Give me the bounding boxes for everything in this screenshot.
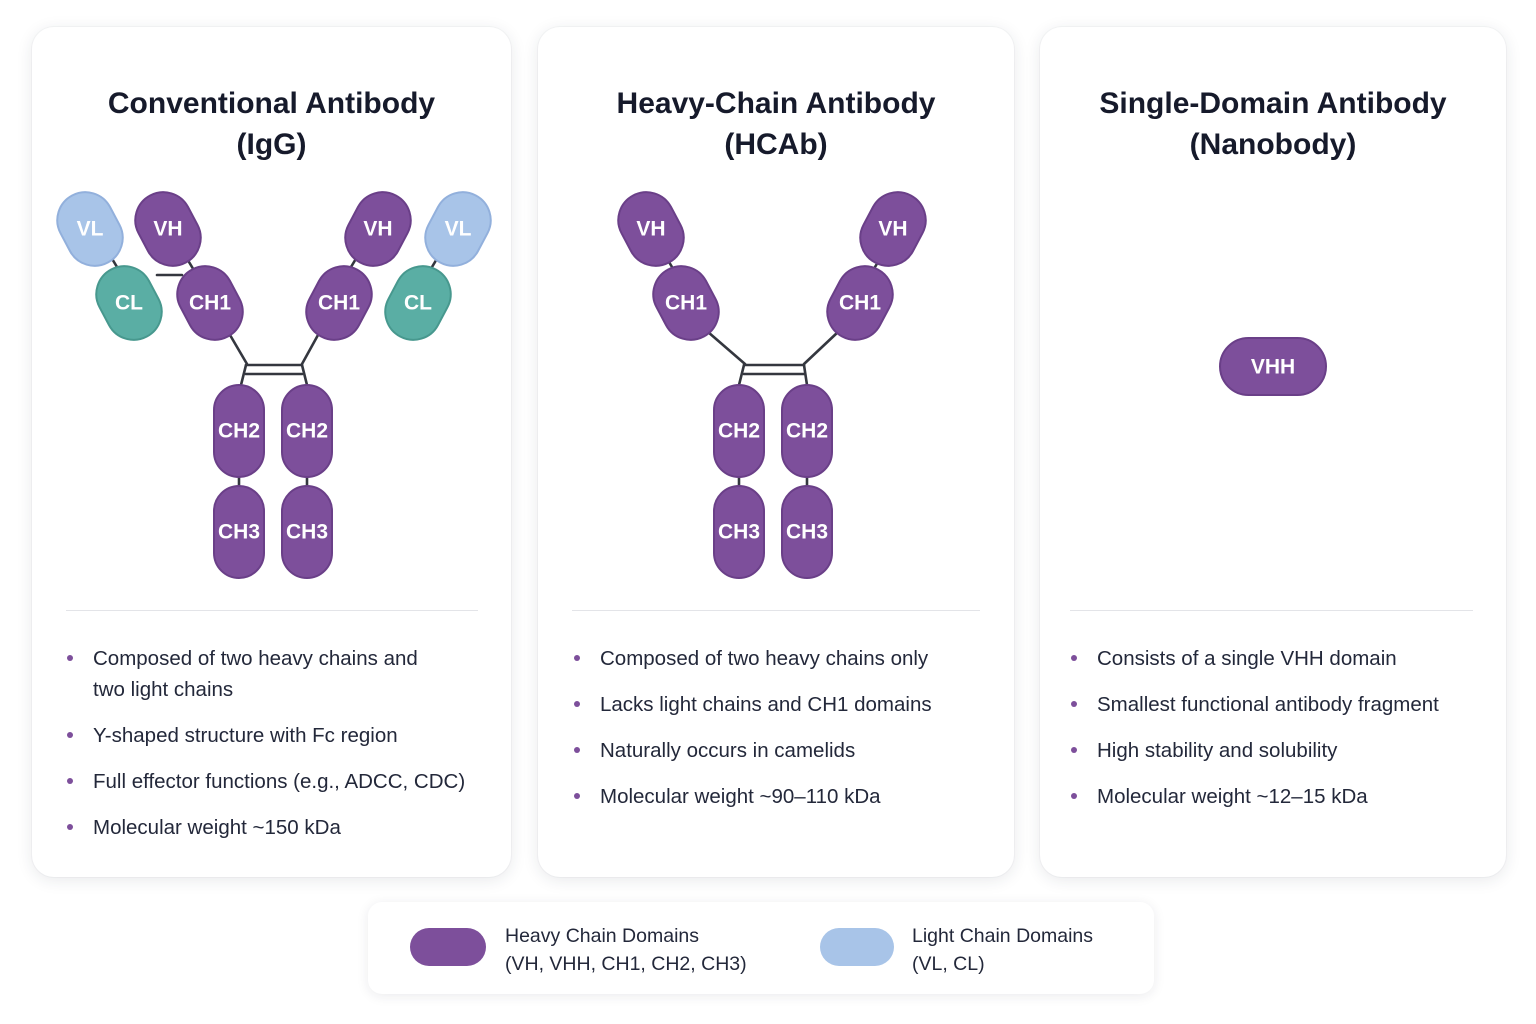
domain-cl-right: CL	[384, 265, 452, 341]
feature-list: Consists of a single VHH domain Smallest…	[1070, 643, 1490, 827]
domain-label: VH	[153, 218, 182, 241]
list-item: Molecular weight ~90–110 kDa	[573, 781, 993, 812]
domain-label: CH2	[218, 420, 260, 443]
domain-label: VH	[363, 218, 392, 241]
card-title: Conventional Antibody (IgG)	[32, 83, 511, 165]
link-ch1-hinge-right	[802, 330, 840, 366]
domain-label: CH3	[218, 521, 260, 544]
legend-heavy-title: Heavy Chain Domains	[505, 925, 700, 947]
legend-label-light-chain: Light Chain Domains (VL, CL)	[912, 922, 1093, 978]
card-conventional-antibody: Conventional Antibody (IgG) VL	[32, 27, 511, 877]
card-title: Heavy-Chain Antibody (HCAb)	[538, 83, 1014, 165]
list-item: Naturally occurs in camelids	[573, 735, 993, 766]
link-ch1-hinge-right	[300, 333, 320, 366]
hcab-structure-diagram: VH CH1 VH CH1 CH2 CH2 CH3 CH3	[617, 191, 927, 579]
domain-ch3-left: CH3	[213, 485, 265, 579]
domain-label: CH2	[786, 420, 828, 443]
domain-label: CH1	[665, 292, 707, 315]
card-heavy-chain-antibody: Heavy-Chain Antibody (HCAb) VH CH1 VH	[538, 27, 1014, 877]
domain-cl-left: CL	[95, 265, 163, 341]
igg-structure-diagram: VL VH CL CH1 VH VL CH1	[56, 191, 492, 579]
card-title-line2: (Nanobody)	[1189, 128, 1357, 161]
link-ch1-hinge-left	[228, 333, 249, 366]
card-single-domain-antibody: Single-Domain Antibody (Nanobody) VHH Co…	[1040, 27, 1506, 877]
domain-ch1-left: CH1	[176, 265, 244, 341]
domain-label: CH2	[718, 420, 760, 443]
card-title-line2: (IgG)	[236, 128, 307, 161]
card-title-line1: Conventional Antibody	[107, 87, 436, 120]
domain-ch2-left: CH2	[213, 384, 265, 478]
domain-label: VH	[878, 218, 907, 241]
legend-swatch-light-chain	[820, 928, 894, 966]
list-item: Composed of two heavy chains only	[573, 643, 993, 674]
list-item: High stability and solubility	[1070, 735, 1490, 766]
domain-label: CL	[404, 292, 432, 315]
feature-list: Composed of two heavy chains and two lig…	[66, 643, 486, 858]
domain-ch3-left: CH3	[713, 485, 765, 579]
domain-label: CH1	[318, 292, 360, 315]
card-title-line2: (HCAb)	[724, 128, 828, 161]
domain-label: CH1	[839, 292, 881, 315]
domain-label: CL	[115, 292, 143, 315]
card-divider	[66, 610, 478, 611]
domain-links	[109, 255, 440, 491]
list-item: Molecular weight ~150 kDa	[66, 812, 486, 843]
link-hinge-ch2-right	[802, 363, 809, 387]
card-title-line1: Single-Domain Antibody	[1099, 87, 1447, 120]
link-hinge-ch2-left	[239, 363, 248, 387]
domain-label: CH3	[718, 521, 760, 544]
domain-label: CH1	[189, 292, 231, 315]
domain-vhh: VHH	[1219, 337, 1327, 396]
domain-label: VL	[445, 218, 472, 241]
legend-light-title: Light Chain Domains	[912, 925, 1094, 947]
link-hinge-ch2-left	[737, 363, 746, 387]
domain-vh-right: VH	[859, 191, 927, 267]
legend-heavy-members: (VH, VHH, CH1, CH2, CH3)	[505, 953, 747, 975]
domain-vl-left: VL	[56, 191, 124, 267]
domain-ch2-right: CH2	[781, 384, 833, 478]
legend-swatch-heavy-chain	[410, 928, 486, 966]
domain-label: VH	[636, 218, 665, 241]
list-item: Y-shaped structure with Fc region	[66, 720, 486, 751]
domain-ch3-right: CH3	[781, 485, 833, 579]
legend-light-members: (VL, CL)	[912, 953, 985, 975]
list-item: Lacks light chains and CH1 domains	[573, 689, 993, 720]
domain-ch3-right: CH3	[281, 485, 333, 579]
link-ch1-hinge-left	[706, 330, 747, 366]
card-divider	[572, 610, 980, 611]
domain-vh-left: VH	[134, 191, 202, 267]
domain-label: VL	[77, 218, 104, 241]
domain-ch2-right: CH2	[281, 384, 333, 478]
list-item: Consists of a single VHH domain	[1070, 643, 1490, 674]
domain-label: CH3	[286, 521, 328, 544]
domain-ch1-right: CH1	[305, 265, 373, 341]
nanobody-structure-diagram: VHH	[1219, 337, 1327, 396]
domain-ch2-left: CH2	[713, 384, 765, 478]
domain-vh-right: VH	[344, 191, 412, 267]
domain-ch1-right: CH1	[826, 265, 894, 341]
domain-label: VHH	[1251, 356, 1295, 379]
card-title-line1: Heavy-Chain Antibody	[616, 87, 936, 120]
legend-label-heavy-chain: Heavy Chain Domains (VH, VHH, CH1, CH2, …	[505, 922, 747, 978]
domain-vh-left: VH	[617, 191, 685, 267]
list-item: Full effector functions (e.g., ADCC, CDC…	[66, 766, 486, 797]
domain-label: CH3	[786, 521, 828, 544]
card-title: Single-Domain Antibody (Nanobody)	[1040, 83, 1506, 165]
list-item: Smallest functional antibody fragment	[1070, 689, 1490, 720]
list-item: Composed of two heavy chains and two lig…	[66, 643, 438, 705]
domain-vl-right: VL	[424, 191, 492, 267]
domain-ch1-left: CH1	[652, 265, 720, 341]
card-divider	[1070, 610, 1473, 611]
link-hinge-ch2-right	[300, 363, 309, 387]
list-item: Molecular weight ~12–15 kDa	[1070, 781, 1490, 812]
legend: Heavy Chain Domains (VH, VHH, CH1, CH2, …	[368, 902, 1154, 994]
feature-list: Composed of two heavy chains only Lacks …	[573, 643, 993, 827]
domain-label: CH2	[286, 420, 328, 443]
